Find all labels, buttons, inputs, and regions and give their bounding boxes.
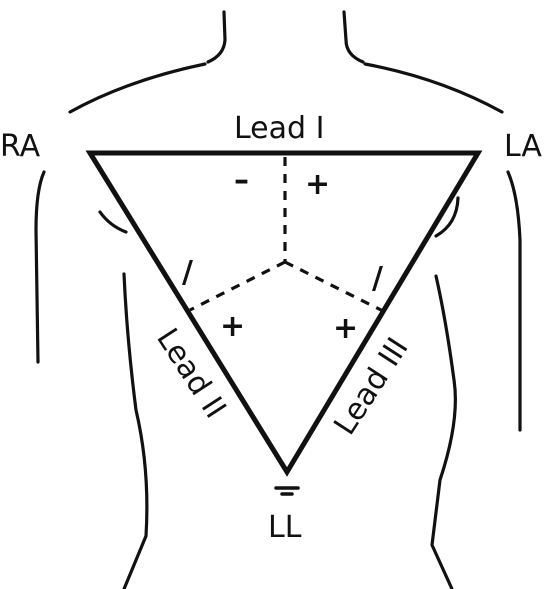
lead-3-positive-sign: +	[333, 311, 358, 346]
lead-1-positive-sign: +	[305, 167, 330, 202]
einthoven-triangle	[90, 153, 478, 472]
lead-2-positive-sign: +	[220, 309, 245, 344]
shoulder-left	[70, 64, 205, 112]
side-right	[432, 276, 455, 589]
arm-right-outer	[508, 172, 520, 430]
arm-left-outer	[36, 172, 44, 362]
electrode-ll-label: LL	[268, 510, 302, 545]
armpit-left	[100, 212, 126, 232]
lead-3-axis	[285, 262, 385, 312]
torso-outline	[36, 12, 520, 589]
electrode-la-label: LA	[504, 129, 542, 164]
electrode-ra-label: RA	[0, 129, 41, 164]
side-left	[124, 274, 147, 589]
ground-symbol	[276, 488, 298, 494]
lead-axes	[190, 157, 385, 312]
lead-3-negative-sign: /	[372, 261, 383, 296]
neck-right	[344, 12, 363, 62]
shoulder-right	[365, 64, 502, 112]
neck-left	[208, 12, 225, 62]
lead-2-axis	[190, 262, 285, 310]
lead-1-negative-sign: –	[234, 163, 249, 198]
lead-1-label: Lead I	[234, 111, 324, 146]
lead-2-negative-sign: /	[182, 255, 193, 290]
